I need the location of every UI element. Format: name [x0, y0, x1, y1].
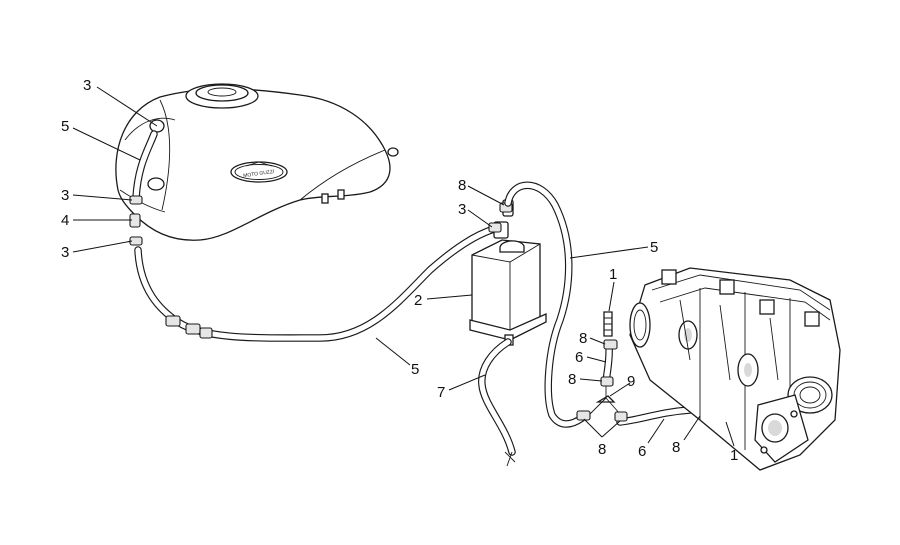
- leader-lines: [72, 86, 735, 447]
- callout-8-canister: 8: [458, 177, 466, 194]
- hose-tank-to-canister: [134, 225, 498, 342]
- vent-hose: [504, 181, 586, 428]
- callout-8-c: 8: [598, 441, 606, 458]
- callout-4-valve: 4: [61, 212, 69, 229]
- callout-labels: 3 5 3 4 3 8 3 2 7 5 5 1 8 6 8 9 8 6 8 1: [61, 77, 738, 464]
- drain-hose: [478, 338, 516, 467]
- callout-9-y-piece: 9: [627, 373, 635, 390]
- moto-guzzi-logo: MOTO GUZZI: [230, 161, 288, 183]
- fuel-tank: MOTO GUZZI: [115, 83, 399, 246]
- callout-5-vent-hose: 5: [650, 239, 658, 256]
- charcoal-canister: [469, 199, 547, 346]
- callout-5-long-hose: 5: [411, 361, 419, 378]
- callout-3-canister: 3: [458, 201, 466, 218]
- callout-3-tank-mid: 3: [61, 187, 69, 204]
- callout-3-tank-top: 3: [83, 77, 91, 94]
- callout-7-drain: 7: [437, 384, 445, 401]
- callout-8-a: 8: [579, 330, 587, 347]
- callout-8-d: 8: [672, 439, 680, 456]
- callout-6-a: 6: [575, 349, 583, 366]
- logo-text: MOTO GUZZI: [243, 169, 275, 179]
- clamp-canister-3: [488, 222, 502, 233]
- callout-2-canister: 2: [414, 292, 422, 309]
- callout-3-tank-low: 3: [61, 244, 69, 261]
- callout-1-fitting-bottom: 1: [730, 447, 738, 464]
- callout-6-b: 6: [638, 443, 646, 460]
- callout-8-b: 8: [568, 371, 576, 388]
- engine-throttle-body: [629, 267, 841, 471]
- callout-1-fitting-top: 1: [609, 266, 617, 283]
- callout-5-tank: 5: [61, 118, 69, 135]
